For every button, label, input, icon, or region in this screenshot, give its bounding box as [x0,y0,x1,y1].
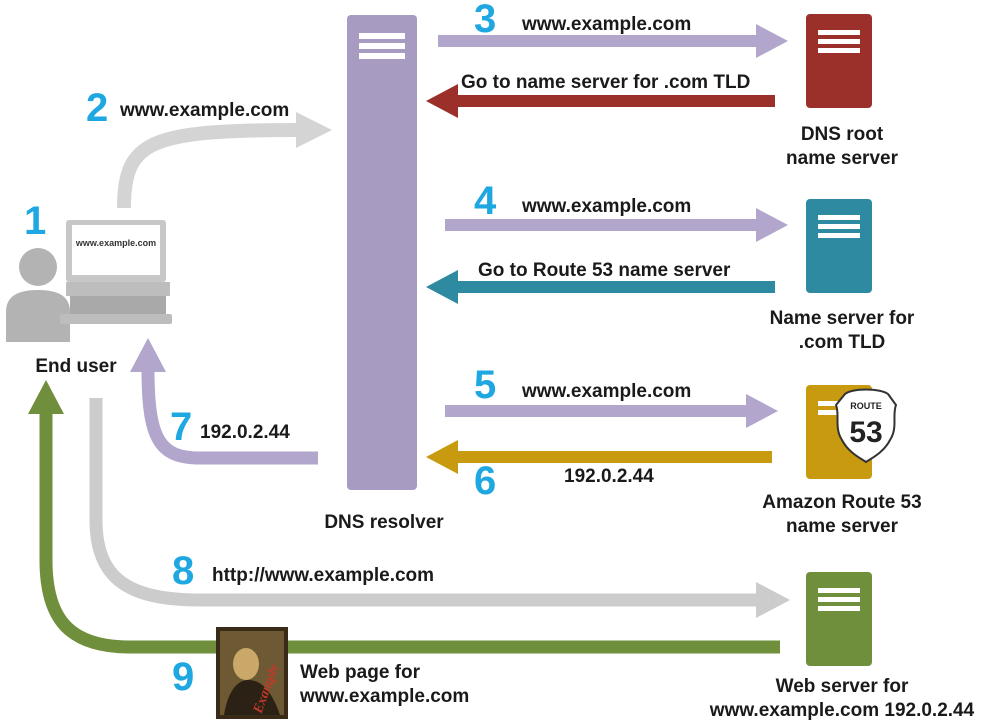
root-response-text: Go to name server for .com TLD [461,72,750,93]
step-4-number: 4 [474,179,497,223]
server-icon [806,199,872,293]
arrow-user-to-resolver [117,112,332,209]
web-server: Web server for www.example.com 192.0.2.4… [709,572,975,721]
arrow-webserver-to-user [28,380,780,654]
route53-label-2: name server [786,516,899,537]
route-badge-top: ROUTE [850,401,882,411]
tld-label-2: .com TLD [799,332,886,353]
screen-url: www.example.com [75,238,156,248]
webpage-label-2: www.example.com [299,686,469,707]
step-9-number: 9 [172,655,194,699]
step-7-text: 192.0.2.44 [200,422,290,443]
step-2-text: www.example.com [119,100,289,121]
web-server-label-2: www.example.com 192.0.2.44 [709,700,975,721]
step-3-text: www.example.com [521,14,691,35]
web-server-label-1: Web server for [776,676,909,697]
arrow-resolver-to-root [438,24,788,58]
step-8-number: 8 [172,549,194,593]
arrow-resolver-to-tld [445,208,788,242]
route-53-shield-icon: ROUTE 53 [834,388,898,464]
step-4-text: www.example.com [521,196,691,217]
step-6-text: 192.0.2.44 [564,466,654,487]
step-2-number: 2 [86,86,108,130]
tld-label-1: Name server for [770,308,915,329]
end-user-label: End user [35,356,117,377]
arrow-tld-to-resolver [426,270,775,304]
step-5-number: 5 [474,363,496,407]
tld-name-server: Name server for .com TLD [770,199,915,353]
end-user: www.example.com End user [6,220,172,377]
server-icon [806,14,872,108]
arrow-route53-to-resolver [426,440,772,474]
dns-resolver: DNS resolver [324,15,444,533]
tld-response-text: Go to Route 53 name server [478,260,731,281]
route-badge-number: 53 [849,416,882,449]
step-6-number: 6 [474,459,496,503]
route53-label-1: Amazon Route 53 [762,492,921,513]
route53-name-server: ROUTE 53 Amazon Route 53 name server [762,385,922,537]
webpage-label-1: Web page for [300,662,421,683]
step-1-number: 1 [24,199,46,243]
dns-root-label-2: name server [786,148,899,169]
step-5-text: www.example.com [521,381,691,402]
server-icon [806,572,872,666]
step-3-number: 3 [474,0,496,41]
server-tower-icon [347,15,417,490]
person-at-computer-icon: www.example.com [6,220,172,342]
dns-root-server: DNS root name server [786,14,899,169]
arrow-root-to-resolver [426,84,775,118]
web-page-picture: Example [216,627,288,719]
arrow-user-to-webserver [89,398,790,618]
dns-resolver-label: DNS resolver [324,512,444,533]
step-8-text: http://www.example.com [212,565,434,586]
arrow-resolver-to-route53 [445,394,778,428]
arrow-resolver-to-user [130,338,318,465]
dns-root-label-1: DNS root [801,124,884,145]
step-7-number: 7 [170,405,192,449]
